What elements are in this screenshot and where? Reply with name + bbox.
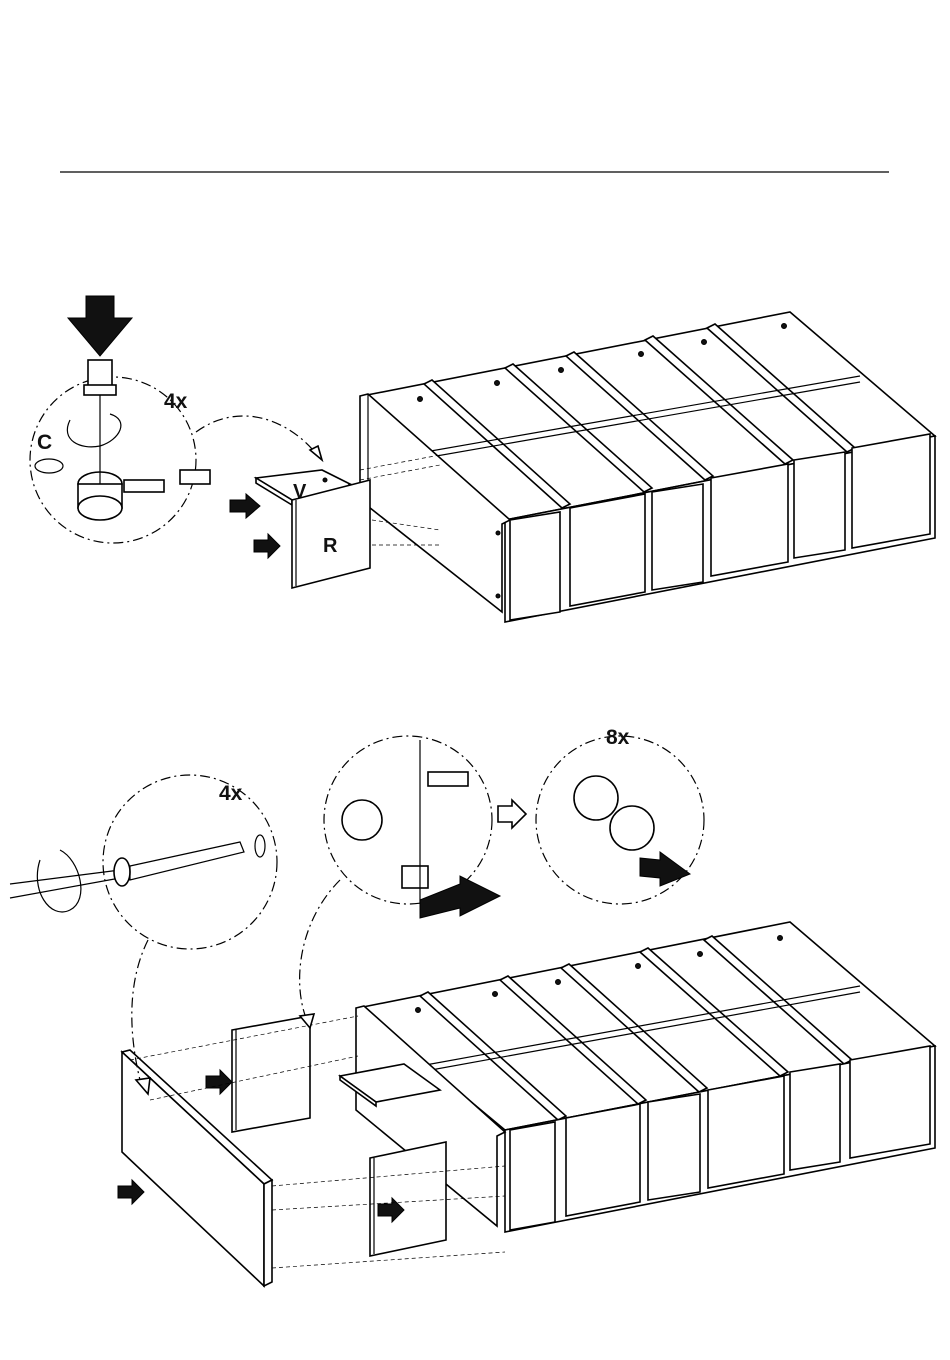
part-c-label: C xyxy=(37,431,52,454)
step-bottom: 4x 8x xyxy=(10,726,935,1286)
callout-screwdriver xyxy=(300,736,500,1028)
part-r-label: R xyxy=(323,535,338,557)
back-panel xyxy=(206,1016,310,1132)
push-arrow-v xyxy=(230,494,260,518)
push-arrow-r xyxy=(254,534,280,558)
cap-qty-label: 8x xyxy=(606,726,630,749)
screwdriver-top xyxy=(68,296,132,395)
door-panel-front xyxy=(370,1142,446,1256)
callout-cam-lock: C 4x xyxy=(30,377,322,543)
screw-qty-label: 4x xyxy=(219,782,243,805)
callout-top-qty: 4x xyxy=(164,390,188,413)
step-top: V R C 4x xyxy=(30,296,935,622)
cabinet-top xyxy=(360,312,935,622)
callout-caps: 8x xyxy=(498,726,704,904)
panel-r: R xyxy=(292,480,370,588)
